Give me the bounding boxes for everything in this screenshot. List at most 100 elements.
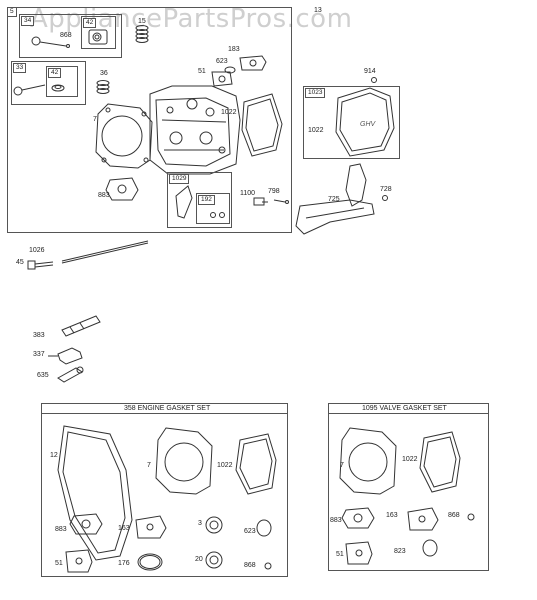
label-383: 383 [33,332,45,339]
valve-cover-gasket-1022-valve-part [419,431,461,493]
label-183: 183 [228,46,240,53]
label-176: 176 [118,560,130,567]
svg-text:GHV: GHV [360,121,377,128]
head-gasket-7-set-part [155,427,213,495]
label-51-valve: 51 [336,551,344,558]
sub-box-34 [19,14,122,58]
label-36: 36 [100,70,108,77]
gasket-883-set-part [69,513,103,535]
gasket-868-set-part [264,562,272,570]
inner-box-42-bottom-tag: 42 [48,68,62,78]
label-20: 20 [195,556,203,563]
label-13: 13 [314,7,322,14]
retainer-42-top-part [88,29,108,45]
inner-box-42-top-tag: 42 [83,18,97,28]
engine-gasket-set-titlebar [41,403,288,414]
label-1022-valve: 1022 [402,456,418,463]
rocker-cover-1023-part: GHV [335,87,395,157]
label-883-top: 883 [98,192,110,199]
label-7-set: 7 [147,462,151,469]
gasket-51-valve-part [345,541,373,565]
label-883-set: 883 [55,526,67,533]
seal-20-part [205,551,223,569]
sub-box-33 [11,61,86,105]
gasket-183-part [239,55,267,71]
inner-box-192-tag: 192 [198,195,215,205]
valve-33-part [13,84,46,96]
sub-box-34-tag: 34 [21,16,35,26]
label-7-top: 7 [93,116,97,123]
crankcase-gasket-12-part [57,425,133,561]
label-1026: 1026 [29,247,45,254]
label-728: 728 [380,186,392,193]
inner-box-42-top [81,16,116,49]
label-623-top: 623 [216,58,228,65]
valve-gasket-set-titlebar [328,403,489,414]
valve-cover-gasket-1022-top-part [241,93,283,157]
engine-gasket-set-box [41,403,288,577]
label-725: 725 [328,196,340,203]
label-15: 15 [138,18,146,25]
gasket-868-valve-part [467,513,475,521]
label-883-valve: 883 [330,517,342,524]
cylinder-head-part [149,85,241,175]
engine-gasket-set-title: 358 ENGINE GASKET SET [124,405,211,412]
label-51-top: 51 [198,68,206,75]
sub-box-1029 [167,172,232,228]
label-45: 45 [16,259,24,266]
part-635-part [57,366,84,383]
spark-plug-337-part [48,347,83,365]
label-868-set: 868 [244,562,256,569]
gasket-823-valve-part [422,539,438,557]
tube-383-part [61,315,101,337]
label-163-valve: 163 [386,512,398,519]
stud-1100-part [253,197,268,206]
label-623-set: 623 [244,528,256,535]
label-823: 823 [394,548,406,555]
rocker-cover-tag: 1023 [305,88,326,98]
spring-15-part [135,25,149,43]
inner-box-192 [196,193,230,224]
label-3: 3 [198,520,202,527]
sub-box-1029-tag: 1029 [169,174,190,184]
bolt-45-part [27,260,54,270]
label-868-valve: 868 [448,512,460,519]
screw-914-part [371,77,377,83]
label-914: 914 [364,68,376,75]
top-assembly-box [7,7,292,233]
label-163-set: 163 [118,525,130,532]
valve-cover-gasket-1022-set-part [235,433,277,495]
inner-box-42-bottom [46,66,78,97]
rocker-192-part [210,212,225,218]
head-gasket-7-valve-part [339,427,397,495]
gasket-51-set-part [65,549,93,573]
seal-3-part [205,516,223,534]
retainer-42-bottom-part [51,84,65,92]
screw-798-part [273,199,289,204]
o-ring-176-part [137,553,163,571]
label-12: 12 [50,452,58,459]
spring-36-part [96,80,110,94]
label-1022-cover: 1022 [308,127,324,134]
head-gasket-7-part [95,103,153,169]
gasket-623-set-part [256,519,272,537]
label-7-valve: 7 [340,462,344,469]
breather-725-part [295,163,375,235]
label-635: 635 [37,372,49,379]
label-337: 337 [33,351,45,358]
gasket-163-valve-part [407,507,439,531]
label-798: 798 [268,188,280,195]
label-1100: 1100 [240,190,256,197]
gasket-163-set-part [135,515,167,539]
gasket-883-top-part [105,177,139,201]
valve-gasket-set-title: 1095 VALVE GASKET SET [362,405,447,412]
label-51-set: 51 [55,560,63,567]
gasket-883-valve-part [341,507,375,529]
label-1022-set: 1022 [217,462,233,469]
gasket-51-top-part [211,71,233,87]
valve-gasket-set-box [328,403,489,571]
push-rod-1026-part [61,240,149,264]
label-868-top: 868 [60,32,72,39]
valve-34-part [31,36,70,48]
